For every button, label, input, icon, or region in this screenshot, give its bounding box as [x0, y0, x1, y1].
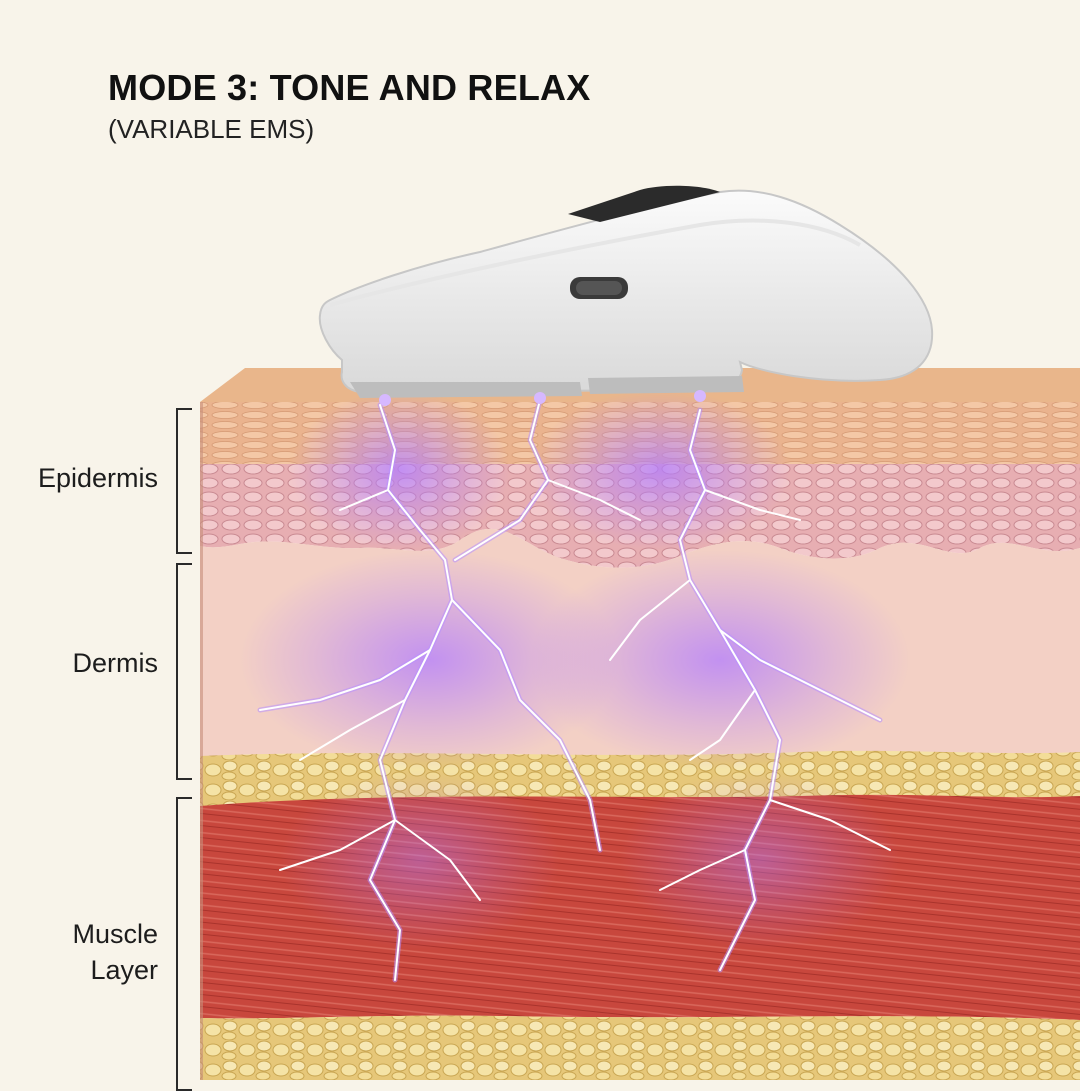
epidermis-bracket — [176, 408, 192, 554]
label-epidermis: Epidermis — [37, 463, 158, 493]
dermis-bracket — [176, 563, 192, 780]
fat-band-lower — [200, 1015, 1080, 1080]
device-display — [568, 185, 720, 222]
label-muscle-layer: Muscle Layer — [72, 919, 158, 985]
page-title: MODE 3: TONE AND RELAX — [108, 67, 591, 108]
muscle-bracket — [176, 797, 192, 1091]
ems-device — [318, 185, 934, 406]
page-subtitle: (VARIABLE EMS) — [108, 114, 315, 144]
label-dermis: Dermis — [72, 648, 159, 678]
ems-lightning — [257, 397, 891, 983]
title-block: MODE 3: TONE AND RELAX (VARIABLE EMS) — [108, 66, 590, 146]
ems-glow — [240, 390, 910, 950]
